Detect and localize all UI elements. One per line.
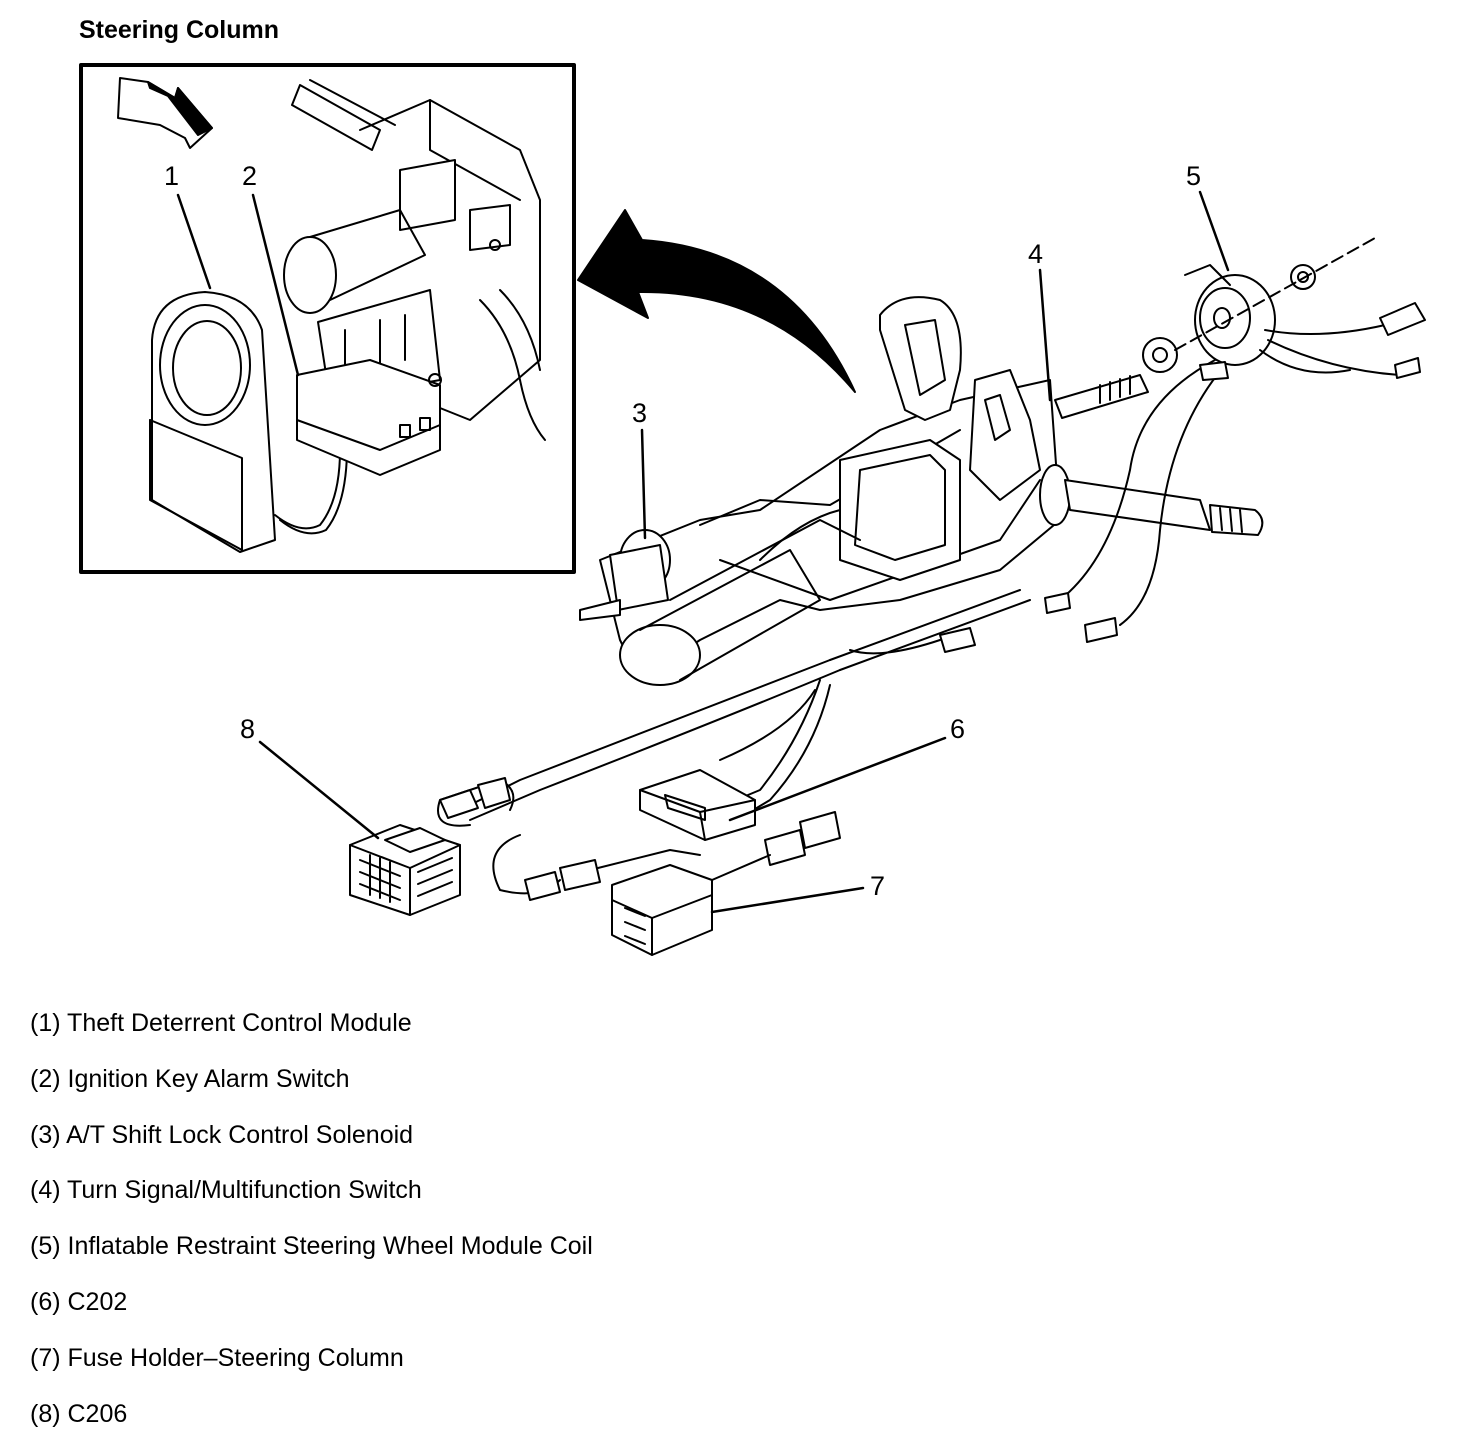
callout-3: 3 xyxy=(632,398,647,428)
callout-4: 4 xyxy=(1028,239,1043,269)
legend-item: (8) C206 xyxy=(30,1399,128,1428)
callout-leaders xyxy=(176,190,1230,914)
legend-item: (7) Fuse Holder–Steering Column xyxy=(30,1343,404,1372)
legend-item: (2) Ignition Key Alarm Switch xyxy=(30,1064,350,1093)
callout-8: 8 xyxy=(240,714,255,744)
theft-deterrent-module-drawing xyxy=(149,291,348,553)
callout-2: 2 xyxy=(242,161,257,191)
inset-frame xyxy=(79,63,576,574)
legend-item: (6) C202 xyxy=(30,1287,128,1316)
callout-7: 7 xyxy=(870,871,885,901)
legend-item: (5) Inflatable Restraint Steering Wheel … xyxy=(30,1232,593,1261)
callout-5: 5 xyxy=(1186,161,1201,191)
ignition-switch-drawing xyxy=(283,79,546,476)
detail-callout-arrow-icon xyxy=(577,209,856,393)
steering-column-diagram: 1 2 3 4 5 6 7 8 xyxy=(79,63,1426,956)
callout-6: 6 xyxy=(950,714,965,744)
callout-1: 1 xyxy=(164,161,179,191)
legend-item: (1) Theft Deterrent Control Module xyxy=(30,1009,412,1037)
steering-column-assembly-drawing xyxy=(349,237,1426,956)
legend-item: (3) A/T Shift Lock Control Solenoid xyxy=(30,1120,414,1149)
component-legend: (1) Theft Deterrent Control Module (2) I… xyxy=(30,1006,593,1452)
view-direction-arrow-icon xyxy=(117,77,213,149)
figure-title: Steering Column xyxy=(79,16,280,44)
legend-item: (4) Turn Signal/Multifunction Switch xyxy=(30,1176,422,1205)
